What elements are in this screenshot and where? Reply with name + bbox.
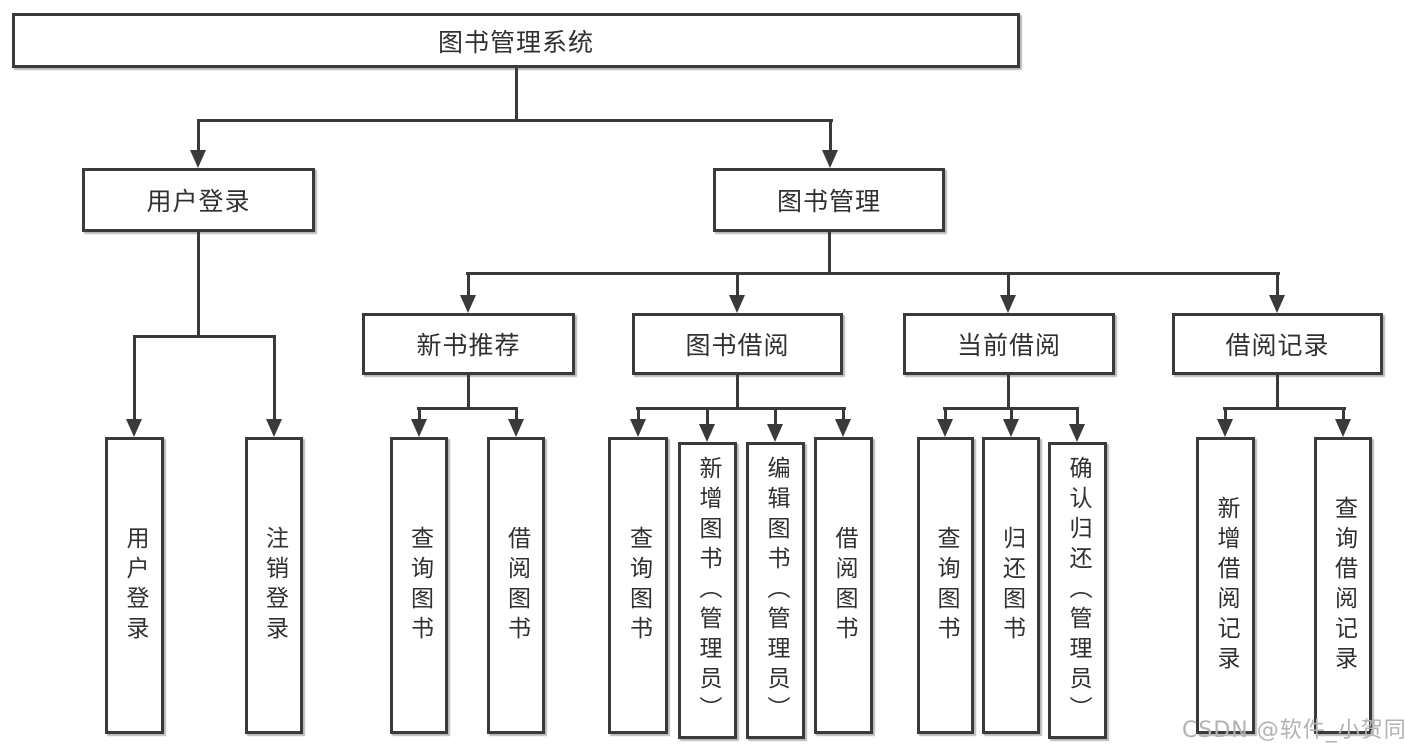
node-book-borrowing: 图书借阅 (632, 313, 843, 375)
leaf-label: 查询图书 (625, 525, 652, 646)
connector-line (944, 407, 947, 419)
leaf-borrowing-add-books-admin: 新增图书（管理员） (678, 442, 737, 739)
arrow-down-icon (190, 150, 206, 168)
node-borrowing-records: 借阅记录 (1172, 313, 1383, 375)
leaf-label: 编辑图书（管理员） (763, 455, 789, 726)
leaf-records-query-borrow-record: 查询借阅记录 (1314, 437, 1372, 734)
root-node-label: 图书管理系统 (437, 27, 594, 57)
connector-line (515, 68, 518, 121)
connector-line (273, 335, 276, 419)
node-label: 借阅记录 (1225, 331, 1330, 360)
node-book-management-branch: 图书管理 (713, 168, 945, 232)
connector-line (1276, 375, 1279, 410)
connector-line (133, 335, 136, 419)
leaf-label: 确认归还（管理员） (1065, 455, 1091, 726)
connector-line (706, 407, 709, 424)
arrow-down-icon (937, 419, 953, 437)
leaf-borrowing-query-books: 查询图书 (608, 437, 668, 734)
connector-line (1007, 272, 1010, 295)
connector-line (829, 119, 832, 152)
arrow-down-icon (411, 419, 427, 437)
leaf-user-login: 用户登录 (105, 437, 164, 734)
connector-line (417, 407, 518, 410)
arrow-down-icon (126, 419, 142, 437)
leaf-label: 注销登录 (261, 525, 288, 646)
connector-line (197, 231, 200, 336)
node-new-book-recommendation: 新书推荐 (362, 313, 575, 375)
leaf-label: 新增图书（管理员） (695, 455, 721, 726)
leaf-borrowing-borrow-books: 借阅图书 (814, 437, 873, 734)
leaf-label: 归还图书 (998, 525, 1025, 646)
connector-line (1007, 375, 1010, 410)
leaf-label: 用户登录 (122, 525, 148, 646)
leaf-label: 查询借阅记录 (1330, 495, 1357, 676)
connector-line (1076, 407, 1079, 424)
connector-line (467, 375, 470, 410)
leaf-current-confirm-return-admin: 确认归还（管理员） (1048, 442, 1107, 739)
watermark: CSDN @软件_小贺同学 (1182, 718, 1405, 743)
connector-line (736, 375, 739, 410)
node-current-borrowing: 当前借阅 (903, 313, 1115, 375)
arrow-down-icon (767, 424, 783, 442)
connector-line (1010, 407, 1013, 419)
connector-line (842, 407, 845, 419)
node-label: 图书借阅 (685, 331, 790, 360)
arrow-down-icon (835, 419, 851, 437)
arrow-down-icon (1217, 419, 1233, 437)
connector-line (418, 407, 421, 419)
arrow-down-icon (460, 295, 476, 313)
node-label: 当前借阅 (956, 331, 1061, 360)
connector-line (736, 272, 739, 295)
arrow-down-icon (1269, 295, 1285, 313)
arrow-down-icon (1003, 419, 1019, 437)
connector-line (1276, 272, 1279, 295)
connector-line (197, 119, 833, 122)
leaf-recommend-borrow-books: 借阅图书 (487, 437, 545, 734)
leaf-label: 借阅图书 (831, 525, 857, 646)
node-label: 用户登录 (146, 187, 251, 216)
connector-line (466, 272, 1280, 275)
arrow-down-icon (699, 424, 715, 442)
connector-line (1342, 407, 1345, 419)
leaf-recommend-query-books: 查询图书 (390, 437, 448, 734)
connector-line (774, 407, 777, 424)
connector-line (1223, 407, 1346, 410)
connector-line (828, 231, 831, 275)
arrow-down-icon (729, 295, 745, 313)
arrow-down-icon (822, 150, 838, 168)
node-label: 新书推荐 (416, 331, 521, 360)
connector-line (637, 407, 640, 419)
arrow-down-icon (630, 419, 646, 437)
connector-line (515, 407, 518, 419)
arrow-down-icon (508, 419, 524, 437)
connector-line (636, 407, 846, 410)
arrow-down-icon (1000, 295, 1016, 313)
leaf-records-add-borrow-record: 新增借阅记录 (1196, 437, 1255, 734)
leaf-label: 借阅图书 (503, 525, 530, 646)
leaf-label: 新增借阅记录 (1213, 495, 1239, 676)
node-label: 图书管理 (776, 187, 881, 216)
leaf-current-query-books: 查询图书 (917, 437, 974, 734)
arrow-down-icon (1069, 424, 1085, 442)
connector-line (467, 272, 470, 295)
connector-line (197, 119, 200, 152)
connector-line (133, 335, 276, 338)
arrow-down-icon (266, 419, 282, 437)
leaf-current-return-books: 归还图书 (982, 437, 1040, 734)
arrow-down-icon (1335, 419, 1351, 437)
leaf-logout: 注销登录 (245, 437, 303, 734)
root-node-book-management-system: 图书管理系统 (12, 13, 1020, 68)
connector-line (1224, 407, 1227, 419)
leaf-label: 查询图书 (406, 525, 433, 646)
leaf-label: 查询图书 (933, 525, 959, 646)
leaf-borrowing-edit-books-admin: 编辑图书（管理员） (746, 442, 805, 739)
node-user-login-branch: 用户登录 (82, 168, 315, 232)
